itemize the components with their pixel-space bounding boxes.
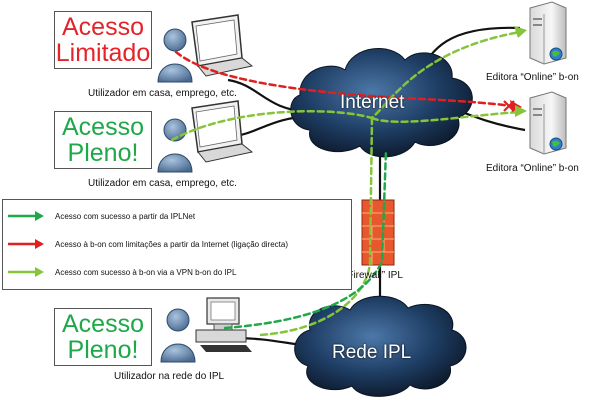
server-icon [529,91,567,155]
legend-item-iplnet: Acesso com sucesso a partir da IPLNet [7,205,351,227]
legend-text: Acesso à b-on com limitações a partir da… [55,239,288,249]
vpn-access-path-2 [370,110,522,123]
legend-item-internet: Acesso à b-on com limitações a partir da… [7,233,351,255]
user-laptop-icon [157,14,254,83]
full-access-ipl-box: Acesso Pleno! [54,308,152,366]
firewall-icon [361,199,395,266]
arrow-head [515,105,527,117]
ipl-network-label: Rede IPL [332,342,412,363]
full-home-line-1: Acesso [62,113,144,141]
server-2-caption: Editora “Online” b-on [486,163,579,174]
limited-line-2: Limitado [55,39,151,67]
legend-arrow-icon [8,267,44,277]
vpn-firewall-path [258,116,374,337]
legend-text: Acesso com sucesso à b-on via a VPN b-on… [55,267,237,277]
ipl-cloud [294,295,467,397]
full-home-line-2: Pleno! [67,139,139,167]
limited-access-path [174,50,514,108]
user-home-caption-1: Utilizador em casa, emprego, etc. [88,88,237,99]
legend: Acesso com sucesso a partir da IPLNet Ac… [2,199,352,290]
user-laptop-icon [157,100,254,173]
user-desktop-icon [160,297,252,363]
access-paths [170,30,522,337]
limited-access-box: Acesso Limitado [54,11,152,69]
full-ipl-line-2: Pleno! [67,336,139,364]
server-icon [529,1,567,65]
legend-text: Acesso com sucesso a partir da IPLNet [55,211,196,221]
legend-arrow-icon [8,211,44,221]
full-ipl-line-1: Acesso [62,310,144,338]
iplnet-access-path [223,148,388,330]
full-access-home-box: Acesso Pleno! [54,111,152,169]
legend-item-vpn: Acesso com sucesso à b-on via a VPN b-on… [7,261,351,283]
user-ipl-caption: Utilizador na rede do IPL [114,371,225,382]
firewall-caption: “Firewall” IPL [344,270,403,281]
legend-arrow-icon [8,239,44,249]
server-1-caption: Editora “Online” b-on [486,72,579,83]
internet-label: Internet [340,92,405,113]
blocked-x-icon [503,100,515,112]
user-home-caption-2: Utilizador em casa, emprego, etc. [88,178,237,189]
arrow-head [514,26,527,38]
limited-line-1: Acesso [62,13,144,41]
